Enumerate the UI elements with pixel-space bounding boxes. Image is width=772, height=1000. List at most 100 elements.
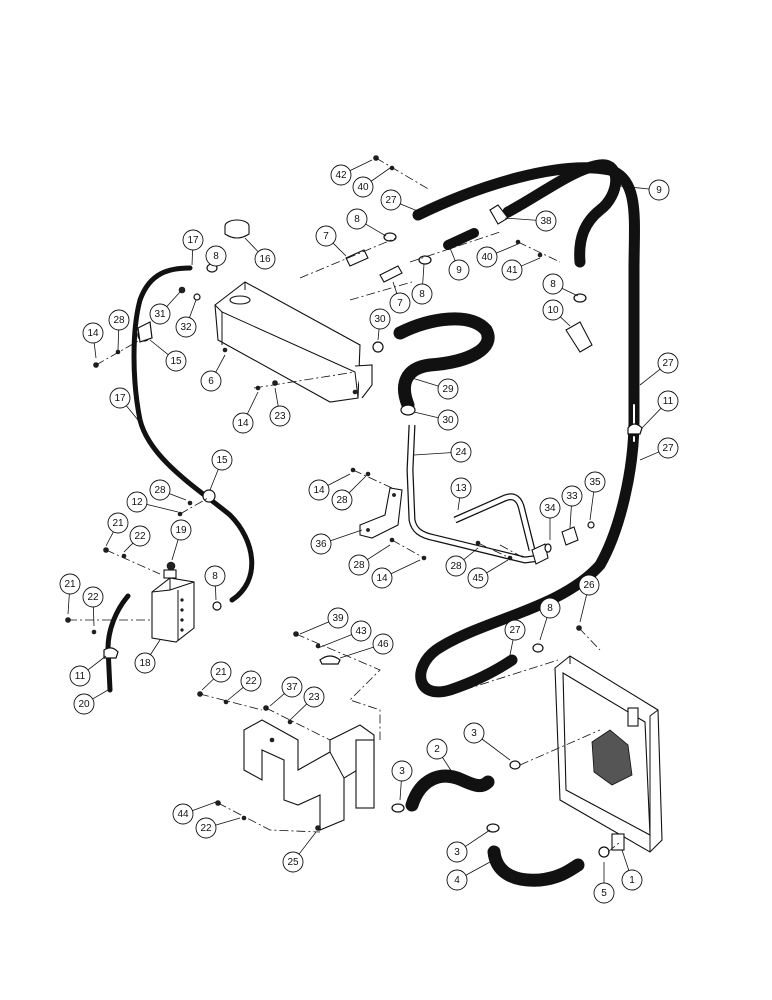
callout-circle: [149, 303, 171, 325]
callout-circle: [389, 292, 411, 314]
callout-leader: [349, 159, 373, 172]
callout-label: 40: [481, 252, 493, 263]
callout-label: 5: [601, 888, 607, 899]
callout-label: 8: [354, 214, 360, 225]
callout-42: 42: [330, 159, 373, 186]
callout-leader: [486, 559, 509, 574]
callout-leader: [641, 407, 662, 429]
callout-28: 28: [445, 547, 479, 577]
callout-leader: [123, 542, 134, 553]
callout-label: 39: [332, 613, 344, 624]
callout-9: 9: [609, 179, 670, 201]
callout-25: 25: [282, 831, 317, 873]
callout-label: 3: [471, 728, 477, 739]
callout-label: 8: [213, 251, 219, 262]
callout-circle: [450, 441, 472, 463]
callout-circle: [539, 497, 561, 519]
callout-28: 28: [149, 479, 187, 501]
callout-label: 41: [506, 265, 518, 276]
callout-label: 3: [454, 847, 460, 858]
callout-11: 11: [69, 655, 107, 687]
callout-circle: [281, 676, 303, 698]
callout-label: 28: [336, 495, 348, 506]
callout-circle: [149, 479, 171, 501]
callout-leader: [457, 497, 461, 511]
callout-7: 7: [389, 281, 411, 314]
hoses: [105, 159, 640, 887]
callout-circle: [232, 412, 254, 434]
callout-40: 40: [476, 243, 519, 268]
callout-15: 15: [149, 339, 187, 372]
callout-10: 10: [542, 299, 571, 327]
callout-leader: [589, 491, 595, 521]
callout-label: 8: [550, 279, 556, 290]
callout-label: 36: [315, 539, 327, 550]
callout-circle: [175, 316, 197, 338]
callout-leader: [215, 354, 226, 373]
callout-leader: [621, 849, 630, 871]
callout-31: 31: [149, 291, 181, 325]
callout-label: 40: [357, 182, 369, 193]
callout-circle: [107, 512, 129, 534]
callout-12: 12: [126, 491, 179, 513]
callout-circle: [172, 803, 194, 825]
callout-32: 32: [175, 299, 197, 338]
callout-16: 16: [244, 237, 276, 270]
callout-label: 14: [237, 418, 249, 429]
hose-9-short: [443, 228, 479, 250]
hose-29: [393, 312, 495, 412]
callout-label: 29: [442, 384, 454, 395]
callout-38: 38: [504, 210, 557, 232]
callout-leader: [189, 299, 197, 318]
callout-circle: [348, 554, 370, 576]
callout-circle: [448, 259, 470, 281]
callout-39: 39: [299, 607, 349, 635]
callout-41: 41: [501, 257, 541, 281]
callout-3: 3: [446, 829, 491, 863]
callout-circle: [542, 273, 564, 295]
callout-leader: [149, 339, 169, 356]
callout-label: 22: [200, 823, 212, 834]
callout-19: 19: [170, 519, 192, 561]
callout-23: 23: [269, 387, 291, 427]
callout-leader: [521, 257, 541, 267]
callout-22: 22: [227, 670, 262, 701]
callout-label: 37: [286, 682, 298, 693]
callout-label: 27: [385, 195, 397, 206]
callout-circle: [327, 607, 349, 629]
callout-21: 21: [59, 573, 81, 615]
callout-label: 30: [374, 314, 386, 325]
callout-label: 7: [397, 298, 403, 309]
callout-36: 36: [310, 529, 363, 555]
callout-leader: [330, 529, 363, 542]
callout-leader: [400, 203, 421, 213]
callout-leader: [399, 780, 402, 801]
callout-leader: [569, 505, 572, 529]
callout-leader: [509, 639, 514, 656]
callout-circle: [501, 259, 523, 281]
callout-label: 16: [259, 254, 271, 265]
callout-label: 11: [663, 396, 674, 407]
callout-circle: [134, 652, 156, 674]
callout-leader: [117, 329, 120, 351]
callout-27: 27: [380, 189, 421, 213]
callout-circle: [129, 525, 151, 547]
callout-leader: [92, 689, 109, 700]
callout-circle: [621, 869, 643, 891]
callout-17: 17: [182, 229, 204, 266]
callout-27: 27: [639, 437, 679, 461]
callout-leader: [463, 547, 479, 560]
callout-leader: [227, 687, 244, 701]
callout-17: 17: [109, 387, 139, 421]
callout-leader: [539, 617, 548, 641]
callout-leader: [246, 391, 259, 415]
callout-28: 28: [108, 309, 130, 351]
callout-leader: [422, 263, 425, 285]
callout-label: 38: [540, 216, 552, 227]
callout-26: 26: [578, 574, 600, 623]
callout-label: 6: [208, 376, 214, 387]
callout-22: 22: [195, 817, 241, 839]
callout-circle: [476, 246, 498, 268]
callout-46: 46: [339, 633, 394, 659]
callout-label: 17: [114, 393, 126, 404]
